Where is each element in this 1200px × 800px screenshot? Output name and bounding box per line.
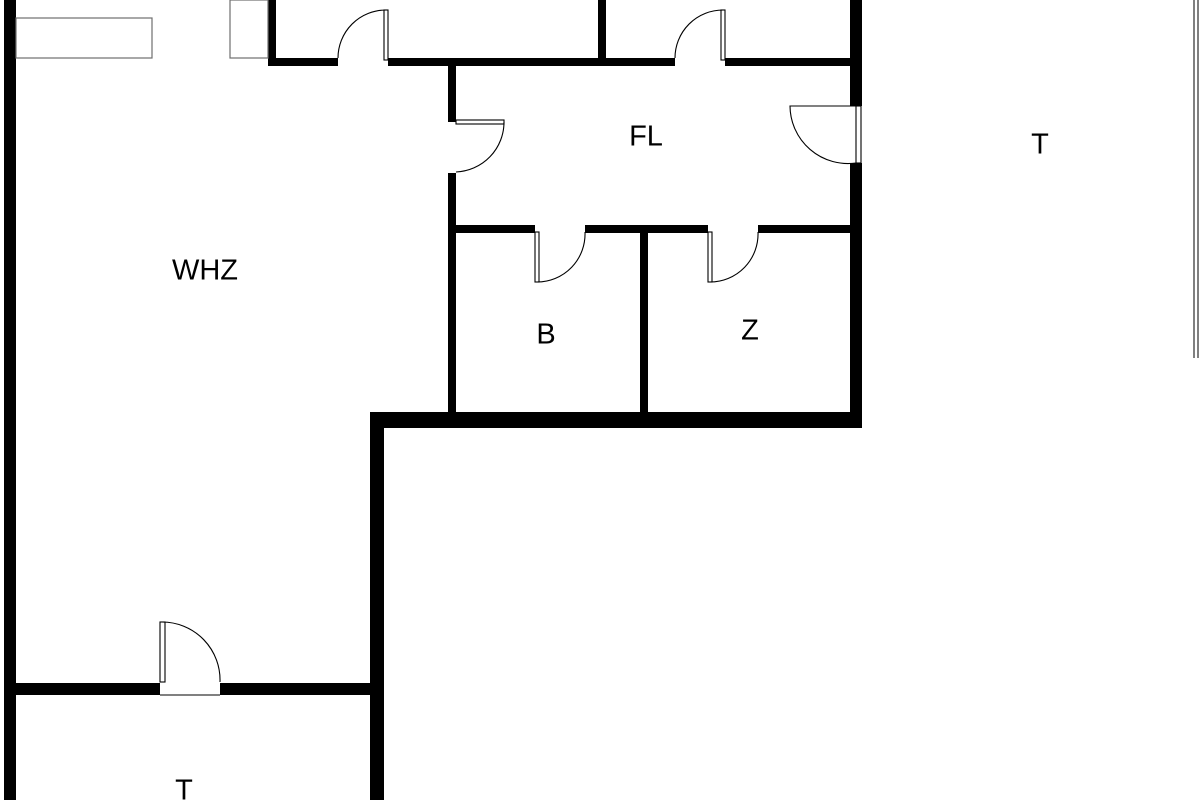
room-label-terrace-bottom: T bbox=[175, 775, 193, 800]
wall-top-rooms-horizontal bbox=[268, 58, 860, 66]
wall-left-outer bbox=[4, 0, 16, 800]
door-fl-left bbox=[455, 119, 505, 173]
counter-fixture bbox=[15, 17, 153, 59]
door-z bbox=[707, 231, 759, 283]
fixtures bbox=[15, 0, 1199, 358]
wall-fl-left-upper bbox=[448, 66, 456, 122]
door-b bbox=[534, 231, 586, 283]
column-fixture bbox=[229, 0, 269, 59]
door-gap-z bbox=[708, 224, 758, 234]
door-top-1 bbox=[337, 9, 389, 61]
wall-top-rooms-mid bbox=[598, 0, 606, 66]
room-labels: WHZ FL B Z T T bbox=[172, 121, 1049, 800]
door-gap-top-1 bbox=[338, 57, 388, 67]
door-fl-right bbox=[789, 105, 862, 165]
wall-fl-bottom bbox=[448, 225, 860, 233]
room-label-z: Z bbox=[741, 315, 759, 347]
wall-right-lower bbox=[850, 163, 862, 427]
door-gap-top-2 bbox=[675, 57, 725, 67]
doors bbox=[159, 9, 863, 696]
door-gap-bottom bbox=[160, 682, 220, 696]
room-label-whz: WHZ bbox=[172, 255, 238, 287]
wall-b-z-divider bbox=[640, 225, 648, 420]
wall-top-rooms-left bbox=[268, 0, 276, 66]
room-label-terrace-right: T bbox=[1031, 129, 1049, 161]
room-label-b: B bbox=[536, 319, 555, 351]
wall-right-upper bbox=[850, 0, 862, 106]
wall-step-vertical bbox=[370, 412, 384, 800]
room-label-fl: FL bbox=[629, 121, 663, 153]
walls bbox=[4, 0, 862, 800]
door-bottom bbox=[159, 621, 221, 696]
door-top-2 bbox=[674, 9, 726, 61]
door-gap-b bbox=[535, 224, 585, 234]
wall-fl-left-lower bbox=[448, 173, 456, 420]
wall-step-horizontal bbox=[370, 412, 862, 428]
